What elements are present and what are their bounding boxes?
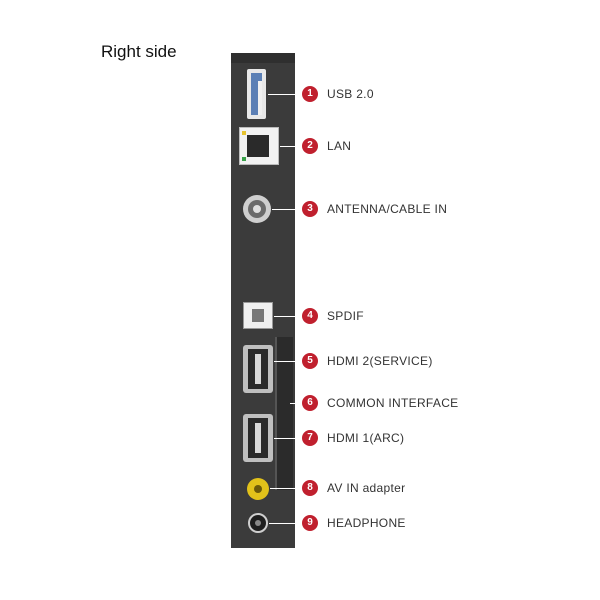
- port-label-common-interface: COMMON INTERFACE: [327, 396, 459, 410]
- panel-top-edge: [231, 53, 295, 63]
- hdmi-port-opening: [248, 418, 268, 458]
- av-in-port-opening: [254, 485, 262, 493]
- port-label-lan: LAN: [327, 139, 352, 153]
- usb-port-tongue: [258, 81, 262, 115]
- leader-line: [290, 403, 302, 404]
- port-label-hdmi1: HDMI 1(ARC): [327, 431, 405, 445]
- port-label-headphone: HEADPHONE: [327, 516, 406, 530]
- port-label-antenna: ANTENNA/CABLE IN: [327, 202, 448, 216]
- antenna-port-pin: [253, 205, 261, 213]
- port-number-badge: 8: [302, 480, 318, 496]
- port-label-spdif: SPDIF: [327, 309, 364, 323]
- hdmi-port-tongue: [255, 354, 261, 384]
- port-number-badge: 3: [302, 201, 318, 217]
- leader-line: [280, 146, 302, 147]
- leader-line: [274, 438, 302, 439]
- spdif-port-opening: [252, 309, 264, 322]
- leader-line: [269, 523, 302, 524]
- usb-port-icon: [247, 69, 266, 119]
- port-label-av-in: AV IN adapter: [327, 481, 406, 495]
- lan-led-yellow: [242, 131, 246, 135]
- leader-line: [268, 94, 302, 95]
- headphone-port-icon: [248, 513, 268, 533]
- common-interface-slot-icon: [275, 337, 293, 490]
- headphone-port-opening: [255, 520, 261, 526]
- port-number-badge: 4: [302, 308, 318, 324]
- hdmi-port-tongue: [255, 423, 261, 453]
- port-label-usb: USB 2.0: [327, 87, 374, 101]
- leader-line: [272, 209, 302, 210]
- hdmi-port-opening: [248, 349, 268, 389]
- port-label-hdmi2: HDMI 2(SERVICE): [327, 354, 433, 368]
- port-number-badge: 7: [302, 430, 318, 446]
- av-in-port-icon: [247, 478, 269, 500]
- port-number-badge: 1: [302, 86, 318, 102]
- port-number-badge: 2: [302, 138, 318, 154]
- port-number-badge: 5: [302, 353, 318, 369]
- lan-port-icon: [239, 127, 279, 165]
- hdmi-port-icon: [243, 414, 273, 462]
- lan-led-green: [242, 157, 246, 161]
- leader-line: [274, 361, 302, 362]
- usb-port-opening: [251, 73, 262, 115]
- hdmi-port-icon: [243, 345, 273, 393]
- spdif-port-icon: [243, 302, 273, 329]
- port-number-badge: 9: [302, 515, 318, 531]
- diagram-title: Right side: [101, 42, 177, 61]
- leader-line: [274, 316, 302, 317]
- antenna-port-ring: [248, 200, 266, 218]
- leader-line: [270, 488, 302, 489]
- lan-port-opening: [247, 135, 269, 157]
- antenna-port-icon: [243, 195, 271, 223]
- port-number-badge: 6: [302, 395, 318, 411]
